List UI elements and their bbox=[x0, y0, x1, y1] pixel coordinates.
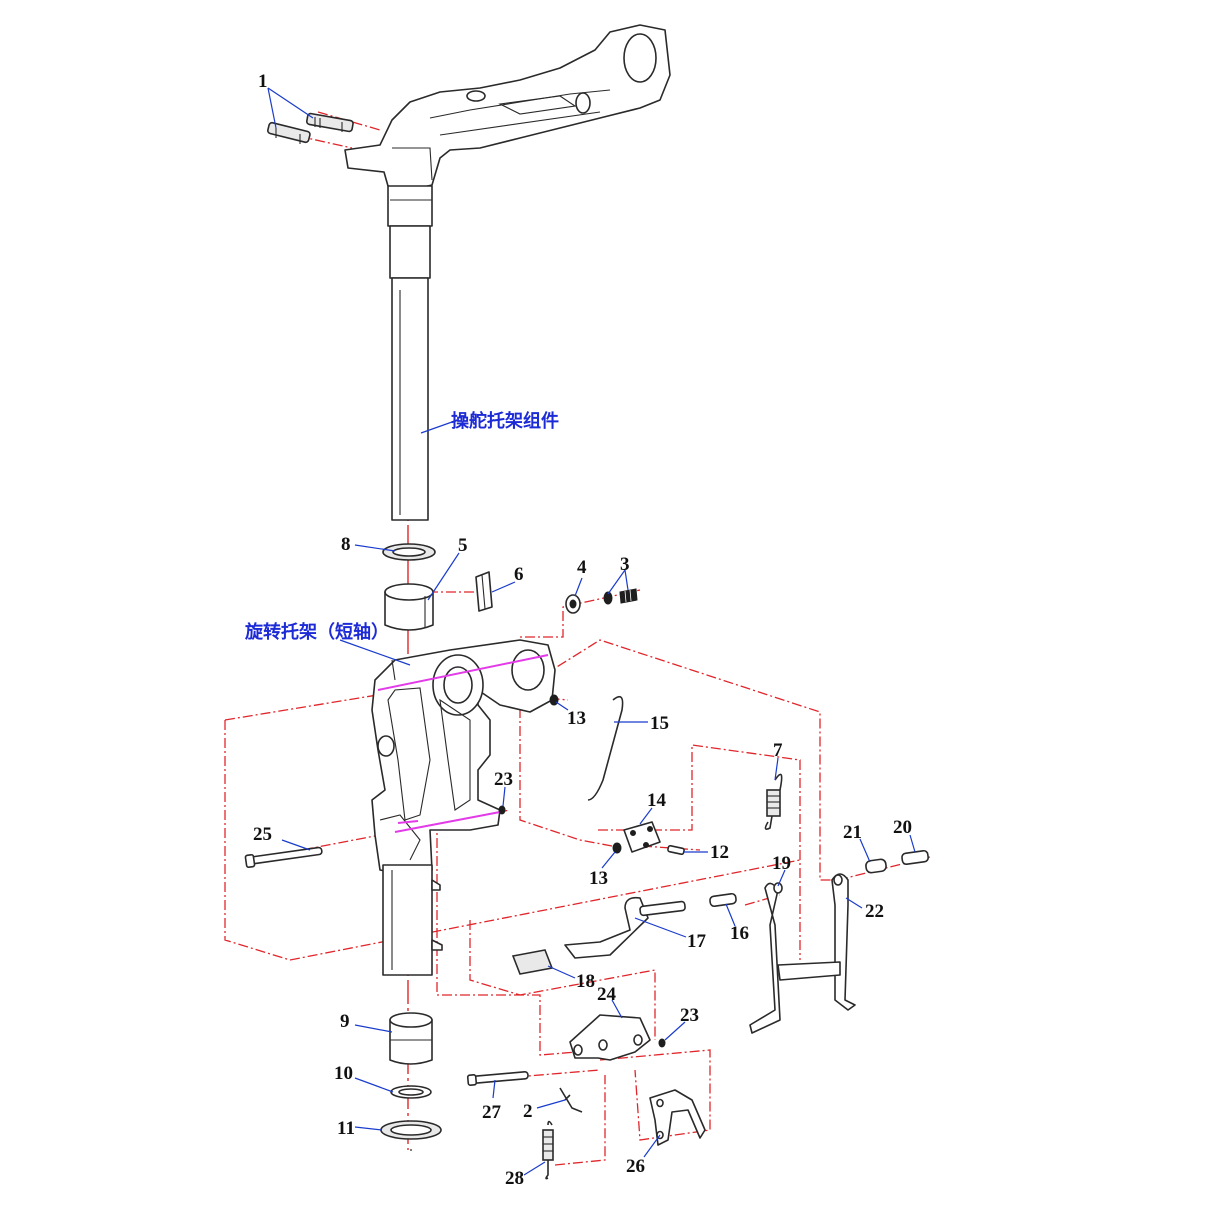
callout-4: 4 bbox=[577, 557, 587, 578]
steering-bracket-assembly bbox=[344, 24, 671, 521]
bushing-part-5 bbox=[384, 583, 434, 631]
callout-26: 26 bbox=[626, 1156, 645, 1177]
swivel-bracket bbox=[371, 639, 556, 976]
callout-20: 20 bbox=[893, 817, 912, 838]
callout-21: 21 bbox=[843, 822, 862, 843]
callout-10: 10 bbox=[334, 1063, 353, 1084]
bolt-part-3 bbox=[603, 588, 638, 605]
washer-part-10 bbox=[390, 1085, 432, 1099]
callout-3: 3 bbox=[620, 554, 630, 575]
spring-part-7 bbox=[764, 773, 783, 830]
callout-15: 15 bbox=[650, 713, 669, 734]
callout-24: 24 bbox=[597, 984, 617, 1005]
callout-13-upper: 13 bbox=[567, 708, 586, 729]
spring-part-2 bbox=[559, 1087, 583, 1113]
callout-13-lower: 13 bbox=[589, 868, 608, 889]
pin-part-16 bbox=[709, 892, 737, 908]
callout-9: 9 bbox=[340, 1011, 350, 1032]
callout-7: 7 bbox=[773, 740, 783, 761]
callout-6: 6 bbox=[514, 564, 524, 585]
callout-16: 16 bbox=[730, 923, 749, 944]
label-swivel-bracket-short-shaft: 旋转托架（短轴） bbox=[244, 621, 389, 643]
callout-19: 19 bbox=[772, 853, 791, 874]
tilt-lever-part-19-22 bbox=[749, 873, 856, 1034]
callout-14: 14 bbox=[647, 790, 667, 811]
washer-part-4 bbox=[565, 594, 581, 614]
callout-27: 27 bbox=[482, 1102, 502, 1123]
callout-8: 8 bbox=[341, 534, 351, 555]
center-dot bbox=[410, 1149, 412, 1151]
pin-part-20 bbox=[901, 849, 929, 866]
washer-part-8 bbox=[382, 543, 436, 561]
pin-part-12 bbox=[667, 844, 685, 856]
leader-lines bbox=[267, 87, 916, 1176]
bushing-part-9 bbox=[389, 1012, 433, 1065]
callout-25: 25 bbox=[253, 824, 272, 845]
bracket-part-14 bbox=[623, 821, 661, 853]
lever-shaft-part-17 bbox=[564, 896, 686, 959]
seal-part-11 bbox=[380, 1120, 442, 1140]
studs-part-1 bbox=[267, 112, 354, 144]
block-part-6 bbox=[475, 571, 493, 612]
callout-1: 1 bbox=[258, 71, 268, 92]
lock-bracket-part-24 bbox=[569, 1014, 651, 1061]
bolt-part-25 bbox=[244, 846, 323, 869]
callout-23-lower: 23 bbox=[680, 1005, 699, 1026]
callout-11: 11 bbox=[337, 1118, 355, 1139]
spring-part-28 bbox=[542, 1120, 554, 1180]
ball-part-13-lower bbox=[612, 842, 622, 854]
block-part-18 bbox=[511, 949, 554, 975]
callout-18: 18 bbox=[576, 971, 595, 992]
callout-22: 22 bbox=[865, 901, 884, 922]
pin-part-27 bbox=[466, 1071, 529, 1086]
callout-17: 17 bbox=[687, 931, 707, 952]
center-lines bbox=[224, 111, 931, 1166]
ball-part-13-upper bbox=[549, 694, 559, 706]
ball-part-23-lower bbox=[658, 1038, 666, 1048]
callout-5: 5 bbox=[458, 535, 468, 556]
ball-part-23-upper bbox=[498, 805, 506, 815]
callout-2: 2 bbox=[523, 1101, 533, 1122]
callout-28: 28 bbox=[505, 1168, 524, 1189]
label-steering-bracket-assembly: 操舵托架组件 bbox=[451, 410, 559, 432]
callout-23-upper: 23 bbox=[494, 769, 513, 790]
spring-wire-part-15 bbox=[587, 695, 624, 801]
callout-12: 12 bbox=[710, 842, 729, 863]
bushing-part-21 bbox=[865, 858, 887, 874]
